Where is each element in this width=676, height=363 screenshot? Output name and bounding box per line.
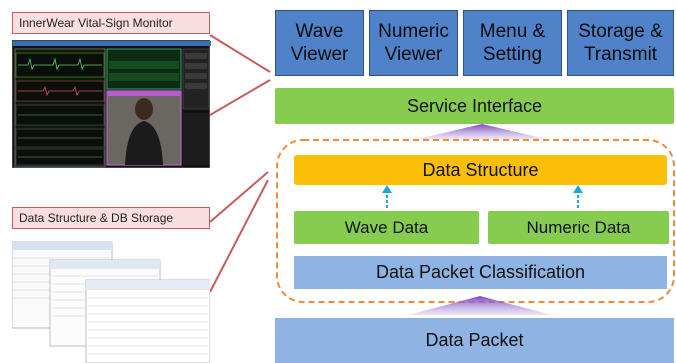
arrow-wave-to-structure xyxy=(382,185,392,193)
monitor-screenshot xyxy=(12,40,211,168)
numeric-data-box: Numeric Data xyxy=(488,211,669,244)
menu-setting-label: Menu & Setting xyxy=(479,21,546,65)
storage-connector-lower xyxy=(209,179,269,293)
storage-screenshots xyxy=(12,240,210,363)
storage-transmit-label: Storage & Transmit xyxy=(578,21,663,65)
service-interface-label: Service Interface xyxy=(406,95,543,116)
data-processing-frame xyxy=(276,139,675,303)
wave-data-box: Wave Data xyxy=(294,211,479,244)
arrow-numeric-to-structure xyxy=(573,185,583,193)
storage-connector-upper xyxy=(209,171,269,223)
data-structure-label: Data Structure xyxy=(422,159,539,180)
wave-viewer-module: Wave Viewer xyxy=(275,10,364,76)
numeric-viewer-label: Numeric Viewer xyxy=(378,21,449,65)
data-packet-label: Data Packet xyxy=(425,330,524,350)
wave-data-label: Wave Data xyxy=(344,217,429,237)
arrow-to-classification xyxy=(408,296,552,315)
wave-viewer-label: Wave Viewer xyxy=(290,21,349,65)
data-structure-box: Data Structure xyxy=(294,155,667,185)
numeric-viewer-module: Numeric Viewer xyxy=(369,10,458,76)
storage-transmit-module: Storage & Transmit xyxy=(567,10,674,76)
storage-label: Data Structure & DB Storage xyxy=(12,207,210,229)
monitor-label: InnerWear Vital-Sign Monitor xyxy=(12,12,210,34)
classification-box: Data Packet Classification xyxy=(294,256,667,289)
data-packet-box: Data Packet xyxy=(275,318,674,363)
service-interface-box: Service Interface xyxy=(275,88,674,124)
numeric-data-label: Numeric Data xyxy=(526,217,631,237)
arrow-to-service-interface xyxy=(418,124,546,139)
monitor-connector-lower xyxy=(209,79,271,116)
menu-setting-module: Menu & Setting xyxy=(463,10,562,76)
classification-label: Data Packet Classification xyxy=(375,262,586,282)
monitor-connector-upper xyxy=(209,34,271,73)
